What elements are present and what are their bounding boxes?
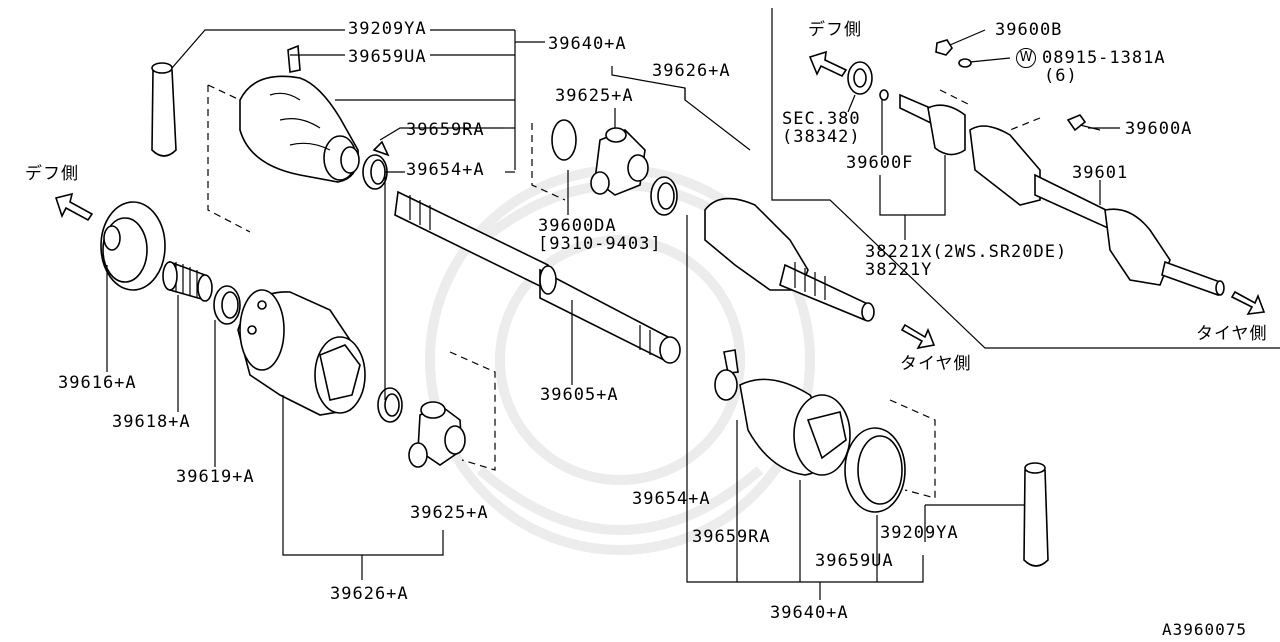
tripod-joint-upper bbox=[590, 127, 649, 196]
dust-cover bbox=[100, 201, 166, 291]
sec-380-label: SEC.380 bbox=[782, 109, 861, 129]
dashed-guide-lower-right bbox=[889, 399, 936, 499]
arrow-diff-left bbox=[54, 192, 94, 222]
label-diff-side-left: デフ側 bbox=[25, 164, 79, 184]
part-39600B: 39600B bbox=[995, 20, 1063, 40]
inset-seal bbox=[847, 61, 873, 95]
part-39209YA-top: 39209YA bbox=[348, 19, 427, 39]
boot-top-left bbox=[239, 44, 360, 183]
clamp-ring-top-2 bbox=[551, 119, 577, 161]
part-08915-qty: (6) bbox=[1044, 66, 1078, 86]
part-39618A: 39618+A bbox=[112, 412, 191, 432]
inset-border bbox=[771, 8, 1280, 349]
part-39659UA-bottom: 39659UA bbox=[815, 551, 894, 571]
sec-380-ref: (38342) bbox=[782, 127, 861, 147]
part-39625A-bottom: 39625+A bbox=[410, 503, 489, 523]
label-tire-side-right: タイヤ側 bbox=[1196, 324, 1268, 344]
part-39626A-bottom: 39626+A bbox=[330, 584, 409, 604]
part-39600DA-range: [9310-9403] bbox=[538, 234, 662, 254]
outer-joint-housing bbox=[704, 197, 875, 322]
figure-code: A3960075 bbox=[1162, 620, 1248, 639]
part-39659RA-bottom: 39659RA bbox=[692, 527, 771, 547]
arrow-tire-mid bbox=[900, 323, 936, 350]
boot-band-top bbox=[151, 62, 177, 157]
inset-diff-arrow bbox=[808, 50, 848, 78]
part-39625A-top: 39625+A bbox=[555, 86, 634, 106]
tripod-joint-lower bbox=[408, 401, 466, 468]
dashed-guide-left bbox=[207, 84, 251, 233]
inset-dashed-guide bbox=[939, 89, 1041, 131]
spring bbox=[162, 260, 213, 302]
part-08915: 08915-1381A bbox=[1042, 48, 1166, 68]
part-39659RA-top: 39659RA bbox=[406, 120, 485, 140]
dashed-guide-tripod-upper bbox=[531, 123, 566, 201]
leader-lines bbox=[106, 29, 1120, 600]
part-38221X: 38221X(2WS.SR20DE) bbox=[865, 242, 1068, 262]
clamp-ring-top bbox=[362, 140, 390, 190]
part-39600F: 39600F bbox=[846, 153, 914, 173]
snap-ring-left bbox=[213, 285, 241, 325]
washer-mark-icon: W bbox=[1016, 48, 1036, 68]
ring-upper bbox=[650, 176, 678, 216]
part-39654A-bottom: 39654+A bbox=[632, 489, 711, 509]
label-tire-side-mid: タイヤ側 bbox=[900, 354, 972, 374]
inset-axle-assembly bbox=[899, 93, 1225, 297]
inset-nut bbox=[879, 39, 972, 101]
part-39654A-top: 39654+A bbox=[406, 160, 485, 180]
arrow-tire-right bbox=[1230, 290, 1266, 315]
label-diff-side-right: デフ側 bbox=[808, 20, 862, 40]
snap-ring-mid bbox=[377, 387, 403, 423]
drive-shaft bbox=[394, 190, 681, 364]
part-39659UA-top: 39659UA bbox=[348, 47, 427, 67]
dashed-guide-tripod-lower bbox=[449, 351, 496, 471]
part-39619A: 39619+A bbox=[176, 467, 255, 487]
part-39640A-top: 39640+A bbox=[548, 34, 627, 54]
boot-lower-right bbox=[714, 349, 906, 513]
part-39600DA: 39600DA bbox=[538, 216, 617, 236]
part-39209YA-bottom: 39209YA bbox=[880, 523, 959, 543]
part-39600A: 39600A bbox=[1125, 119, 1193, 139]
part-39601: 39601 bbox=[1072, 163, 1129, 183]
part-39605A: 39605+A bbox=[540, 385, 619, 405]
housing-inner bbox=[237, 289, 366, 416]
part-39626A-top: 39626+A bbox=[652, 61, 731, 81]
boot-band-bottom bbox=[1023, 462, 1049, 567]
part-39640A-bottom: 39640+A bbox=[770, 603, 849, 623]
part-39616A: 39616+A bbox=[58, 373, 137, 393]
part-38221Y: 38221Y bbox=[865, 260, 933, 280]
